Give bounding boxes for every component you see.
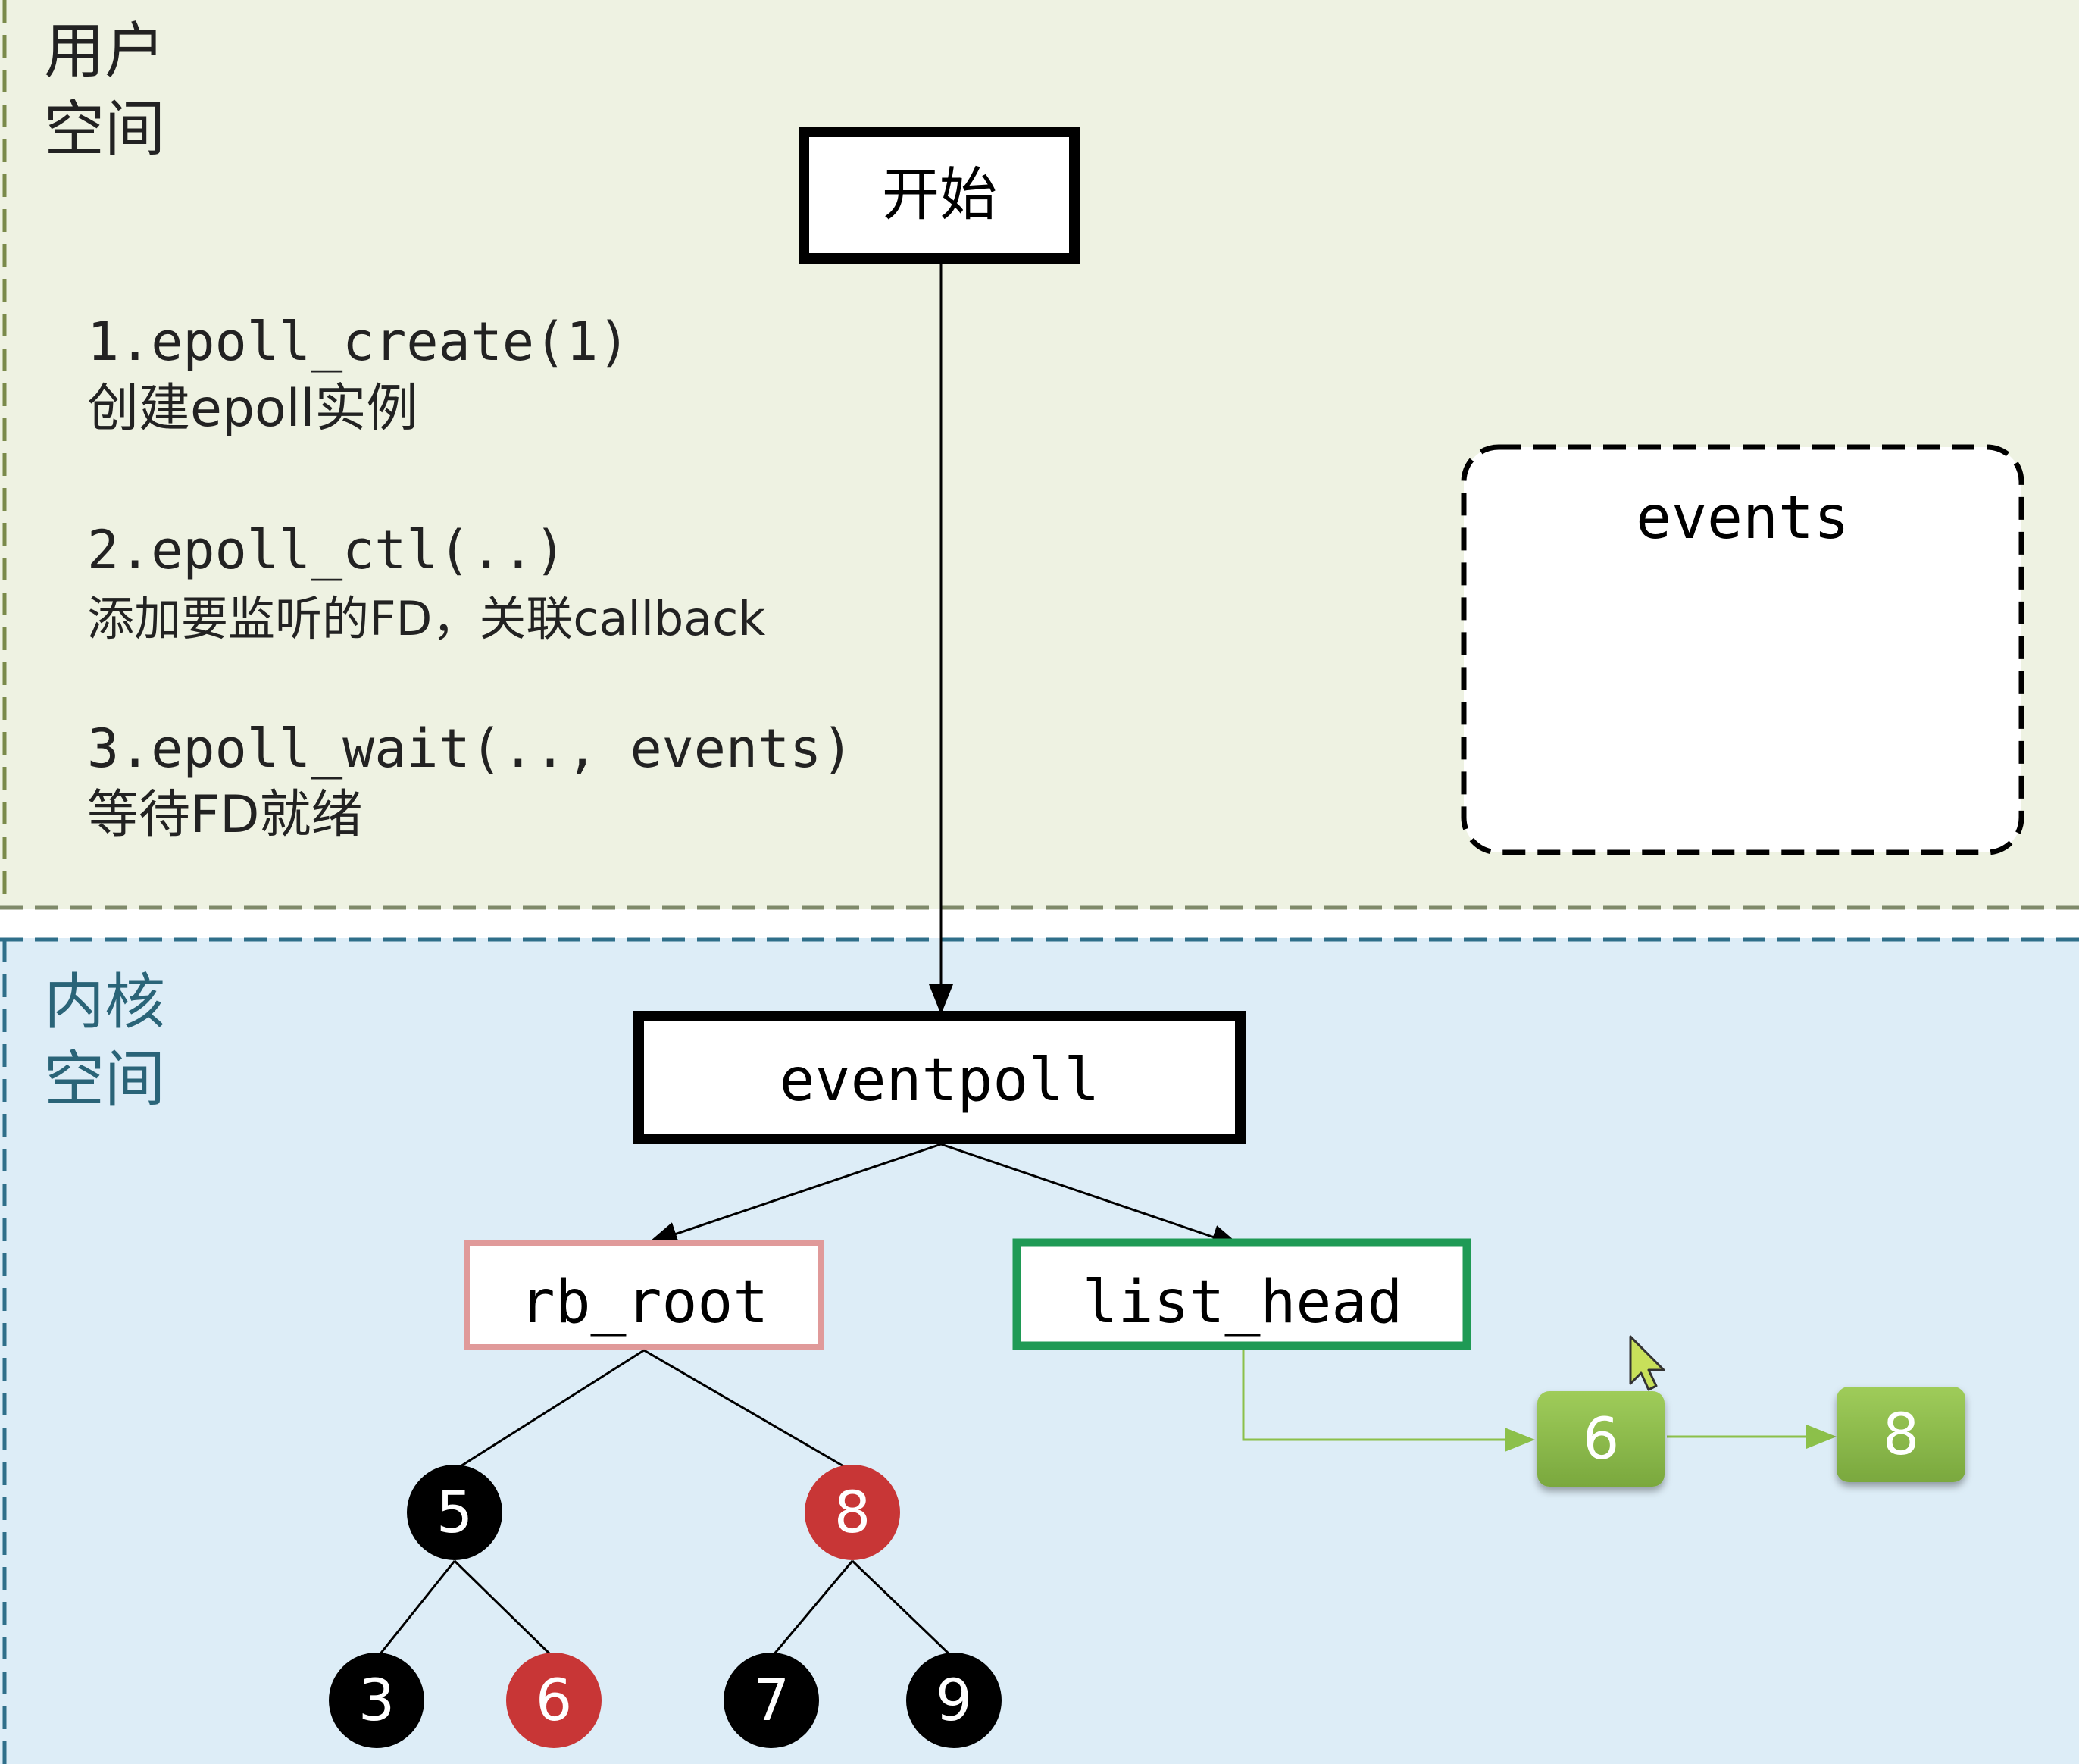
events-box: events bbox=[1461, 444, 2024, 855]
start-box: 开始 bbox=[799, 127, 1080, 264]
mouse-cursor-icon bbox=[1629, 1335, 1665, 1391]
step-1-desc: 创建epoll实例 bbox=[87, 379, 417, 439]
rb-root-box: rb_root bbox=[464, 1240, 824, 1350]
rb-node-leaf-value: 7 bbox=[753, 1666, 789, 1734]
rb-node-root-value: 5 bbox=[436, 1478, 473, 1546]
step-1-call: 1.epoll_create(1) bbox=[87, 311, 630, 373]
eventpoll-box-label: eventpoll bbox=[780, 1046, 1100, 1115]
eventpoll-to-rb-root-arrow bbox=[647, 1143, 942, 1246]
ready-list: 6 8 bbox=[1537, 1387, 1965, 1487]
ready-node: 8 bbox=[1837, 1387, 1965, 1482]
rb-tree-edges bbox=[377, 1349, 952, 1657]
rb-node-leaf: 6 bbox=[506, 1653, 602, 1748]
rb-node-leaf: 7 bbox=[724, 1653, 819, 1748]
rb-node-leaf: 3 bbox=[329, 1653, 424, 1748]
rb-node-leaf-value: 3 bbox=[358, 1666, 395, 1734]
rb-tree-nodes: 5 8 3 6 7 9 bbox=[329, 1465, 1002, 1748]
eventpoll-box: eventpoll bbox=[633, 1011, 1246, 1144]
kernel-space-label-2: 空间 bbox=[44, 1044, 165, 1115]
step-2-call: 2.epoll_ctl(..) bbox=[87, 519, 566, 581]
eventpoll-to-list-head-arrow bbox=[940, 1143, 1242, 1249]
events-box-label: events bbox=[1636, 484, 1849, 552]
rb-node-leaf: 9 bbox=[906, 1653, 1002, 1748]
rb-node-right: 8 bbox=[805, 1465, 900, 1560]
ready-node-value: 6 bbox=[1583, 1405, 1619, 1472]
user-space-label-1: 用户 bbox=[44, 16, 165, 86]
step-3-call: 3.epoll_wait(.., events) bbox=[87, 718, 853, 780]
step-list: 1.epoll_create(1) 创建epoll实例 2.epoll_ctl(… bbox=[87, 311, 853, 845]
rb-node-root: 5 bbox=[407, 1465, 502, 1560]
list-head-box-label: list_head bbox=[1083, 1268, 1403, 1337]
rb-node-right-value: 8 bbox=[834, 1478, 871, 1546]
ready-node-value: 8 bbox=[1883, 1400, 1919, 1468]
list-head-box: list_head bbox=[1012, 1238, 1471, 1350]
kernel-space-label-1: 内核 bbox=[44, 967, 165, 1037]
start-box-label: 开始 bbox=[882, 161, 997, 228]
list-head-to-ready-arrow bbox=[1242, 1350, 1535, 1452]
step-3-desc: 等待FD就绪 bbox=[87, 785, 362, 845]
rb-node-leaf-value: 9 bbox=[936, 1666, 972, 1734]
user-space-label-2: 空间 bbox=[44, 94, 165, 164]
ready-node: 6 bbox=[1537, 1391, 1665, 1487]
rb-root-box-label: rb_root bbox=[520, 1268, 769, 1337]
rb-node-leaf-value: 6 bbox=[536, 1666, 572, 1734]
step-2-desc: 添加要监听的FD，关联callback bbox=[87, 591, 765, 646]
